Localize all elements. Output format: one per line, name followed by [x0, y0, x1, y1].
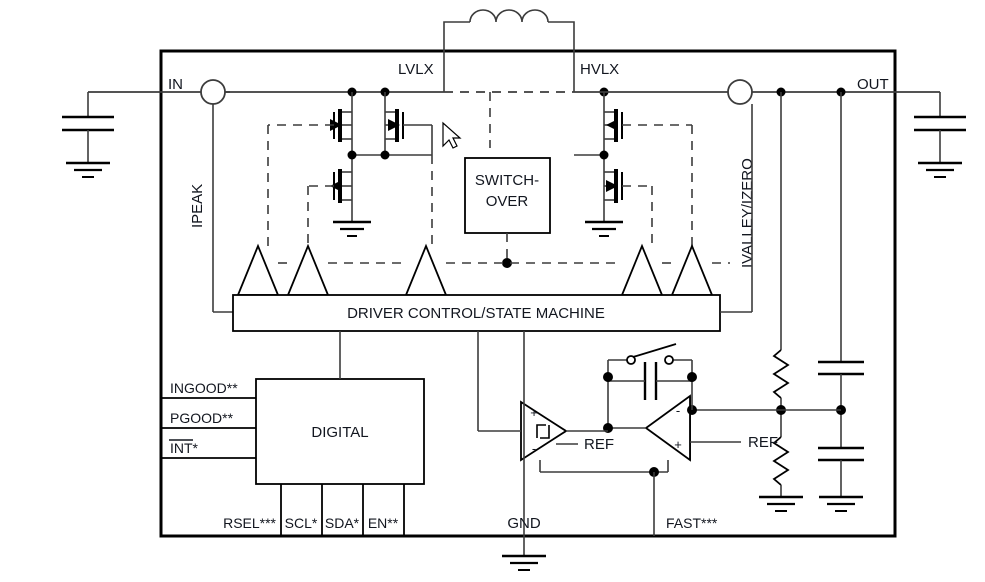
junction-hvlx-mid	[599, 150, 609, 160]
pin-label-hvlx: HVLX	[580, 61, 619, 78]
resistor-top	[772, 349, 790, 399]
error-amp-minus-sign: -	[676, 403, 680, 418]
driver-control-block[interactable]	[232, 294, 721, 332]
pin-label-sda: SDA*	[325, 515, 360, 531]
switchover-label-line2: OVER	[486, 193, 529, 210]
resistor-bottom	[772, 436, 790, 486]
compensation-switch[interactable]	[626, 343, 677, 365]
switchover-block[interactable]	[464, 157, 551, 234]
mosfet-q3-hvlx-highside	[603, 92, 692, 155]
pin-label-in: IN	[168, 76, 183, 93]
junction-switchover-bus	[502, 258, 512, 268]
compensation-network	[607, 359, 693, 428]
left-pin-rails	[161, 397, 256, 459]
pin-label-out: OUT	[857, 76, 889, 93]
bottom-pin-dividers	[280, 484, 405, 536]
hysteresis-glyph	[536, 424, 550, 439]
pin-out-terminal[interactable]	[727, 79, 753, 105]
comparator-minus-sign: -	[532, 441, 536, 456]
ic-boundary	[159, 49, 897, 538]
pin-label-ingood: INGOOD**	[170, 380, 238, 396]
junction-comp-right	[687, 372, 697, 382]
junction-lvlx-mid-a	[347, 150, 357, 160]
ref-label-comparator: REF	[584, 436, 614, 453]
pin-in-terminal[interactable]	[200, 79, 226, 105]
input-ground-symbol	[66, 161, 110, 178]
driver-amplifier-1	[236, 243, 280, 296]
driver-control-label: DRIVER CONTROL/STATE MACHINE	[347, 305, 605, 322]
digital-block[interactable]	[255, 378, 425, 485]
mosfet-q1-lvlx-highside	[268, 92, 353, 155]
pin-label-int: INT*	[170, 440, 199, 456]
switchover-label-line1: SWITCH-	[475, 172, 539, 189]
output-capacitor-external	[914, 92, 966, 178]
mouse-cursor	[442, 121, 462, 149]
hysteretic-comparator-body	[520, 400, 568, 462]
driver-amplifier-3	[404, 243, 448, 296]
comparator-plus-sign: +	[530, 405, 538, 420]
mosfet-q4-hvlx-lowside	[603, 155, 652, 222]
pin-label-rsel: RSEL***	[223, 515, 276, 531]
pin-label-fast: FAST***	[666, 515, 718, 531]
pin-label-gnd: GND	[507, 515, 541, 532]
input-capacitor	[62, 115, 114, 163]
digital-label: DIGITAL	[311, 424, 368, 441]
pin-label-lvlx: LVLX	[398, 61, 434, 78]
q2-source-ground	[333, 220, 371, 237]
feedback-capacitor-string	[818, 92, 864, 512]
mosfet-q2-lvlx-lowside	[308, 155, 353, 222]
junction-comp-left	[603, 372, 613, 382]
driver-amplifier-2	[286, 243, 330, 296]
junction-lvlx-mid-b	[380, 150, 390, 160]
error-amplifier-body	[644, 394, 691, 462]
mosfet-q1b-lvlx-parallel	[384, 92, 433, 155]
driver-amplifier-4	[620, 243, 664, 296]
pin-label-pgood: PGOOD**	[170, 410, 234, 426]
gnd-external-symbol	[502, 536, 546, 571]
ref-label-error-amp: REF	[748, 434, 778, 451]
pin-label-en: EN**	[368, 515, 399, 531]
ipeak-sense-line	[212, 104, 233, 313]
driver-amplifier-5	[670, 243, 714, 296]
error-amp-plus-sign: +	[674, 437, 682, 452]
pin-label-ivalley-izero: IVALLEY/IZERO	[739, 158, 756, 268]
pin-label-ipeak: IPEAK	[189, 184, 206, 228]
pin-label-scl: SCL*	[285, 515, 318, 531]
q4-source-ground	[585, 220, 623, 237]
external-inductor	[443, 9, 575, 92]
pin-label-int-group: INT*	[169, 439, 199, 456]
